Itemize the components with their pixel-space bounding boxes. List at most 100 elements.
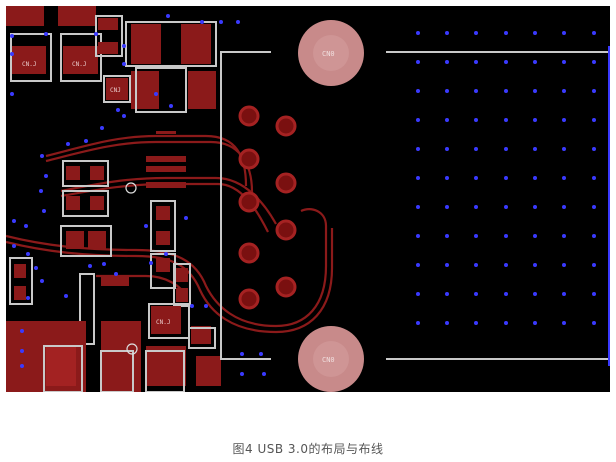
via <box>533 234 537 238</box>
via <box>44 32 48 36</box>
via <box>562 292 566 296</box>
via <box>42 209 46 213</box>
via <box>39 189 43 193</box>
via <box>445 321 449 325</box>
via <box>562 263 566 267</box>
via <box>592 292 596 296</box>
via <box>122 44 126 48</box>
figure-caption: 图4 USB 3.0的布局与布线 <box>232 442 384 456</box>
via <box>533 147 537 151</box>
pcb-layout-image: CN.J CN.J CNJ <box>6 6 610 392</box>
scattered-vias <box>10 14 266 376</box>
via <box>10 52 14 56</box>
mount-label-bottom: CN0 <box>322 356 335 364</box>
via <box>416 89 420 93</box>
via <box>504 31 508 35</box>
via <box>562 176 566 180</box>
connector-pins <box>238 105 297 310</box>
via <box>416 205 420 209</box>
via <box>262 372 266 376</box>
via <box>504 89 508 93</box>
via <box>533 176 537 180</box>
via <box>416 234 420 238</box>
via <box>592 89 596 93</box>
via <box>149 261 153 265</box>
via <box>562 321 566 325</box>
via <box>592 205 596 209</box>
via <box>474 263 478 267</box>
via <box>20 349 24 353</box>
via <box>416 118 420 122</box>
ground-via-grid <box>416 31 596 325</box>
ref-label: CN.J <box>72 61 86 68</box>
via <box>474 31 478 35</box>
via <box>144 224 148 228</box>
via <box>474 292 478 296</box>
via <box>40 154 44 158</box>
via <box>533 89 537 93</box>
via <box>445 176 449 180</box>
via <box>445 263 449 267</box>
via <box>504 176 508 180</box>
via <box>66 142 70 146</box>
via <box>24 224 28 228</box>
via <box>504 205 508 209</box>
via <box>416 263 420 267</box>
via <box>562 60 566 64</box>
mount-label-top: CN0 <box>322 50 335 58</box>
via <box>533 292 537 296</box>
via <box>592 31 596 35</box>
ref-label: CNJ <box>110 87 121 94</box>
mounting-hole-top: CN0 <box>298 20 364 86</box>
via <box>88 264 92 268</box>
via <box>474 89 478 93</box>
via <box>190 304 194 308</box>
via <box>562 89 566 93</box>
via <box>592 263 596 267</box>
via <box>474 118 478 122</box>
via <box>504 118 508 122</box>
via <box>533 31 537 35</box>
via <box>12 244 16 248</box>
via <box>504 234 508 238</box>
via <box>100 126 104 130</box>
via <box>474 60 478 64</box>
via <box>26 252 30 256</box>
via <box>10 34 14 38</box>
via <box>219 20 223 24</box>
via <box>562 31 566 35</box>
via <box>416 147 420 151</box>
via <box>445 89 449 93</box>
via <box>184 216 188 220</box>
via <box>416 60 420 64</box>
via <box>504 60 508 64</box>
via <box>504 263 508 267</box>
via <box>445 118 449 122</box>
via <box>504 321 508 325</box>
via <box>592 147 596 151</box>
via <box>416 176 420 180</box>
via <box>169 104 173 108</box>
top-left-pads: CN.J CN.J CNJ <box>6 6 217 113</box>
via <box>445 60 449 64</box>
via <box>114 272 118 276</box>
via <box>592 118 596 122</box>
via <box>44 174 48 178</box>
via <box>445 292 449 296</box>
via <box>445 31 449 35</box>
via <box>40 279 44 283</box>
via <box>26 296 30 300</box>
via <box>200 20 204 24</box>
via <box>154 92 158 96</box>
via <box>592 60 596 64</box>
via <box>445 147 449 151</box>
via <box>533 263 537 267</box>
via <box>12 219 16 223</box>
via <box>445 205 449 209</box>
via <box>34 266 38 270</box>
via <box>474 321 478 325</box>
via <box>533 118 537 122</box>
via <box>10 92 14 96</box>
via <box>562 234 566 238</box>
